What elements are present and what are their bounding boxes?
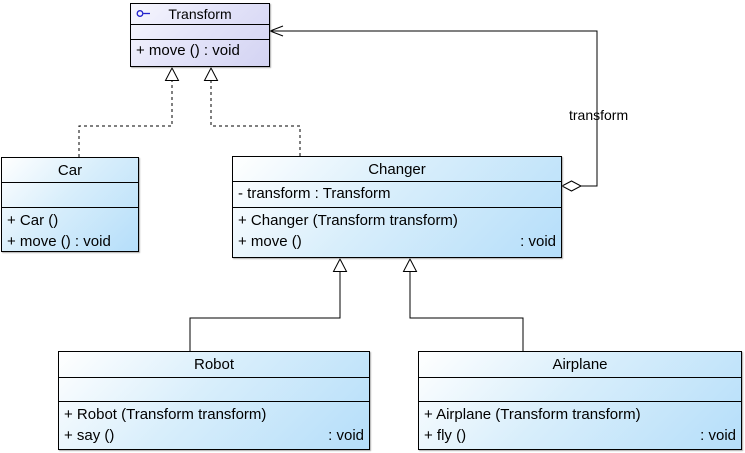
- attributes-compartment[interactable]: [59, 378, 369, 402]
- class-box-transform[interactable]: Transform + move () : void: [130, 3, 270, 67]
- class-name: Transform: [168, 6, 232, 22]
- class-title-row[interactable]: Airplane: [419, 352, 741, 378]
- method-row[interactable]: + move () : void: [136, 42, 240, 59]
- method-row[interactable]: + Changer (Transform transform): [238, 212, 458, 229]
- hollow-triangle-arrow-icon: [164, 66, 180, 81]
- methods-compartment[interactable]: + Changer (Transform transform) + move (…: [233, 208, 561, 257]
- method-row[interactable]: + Car (): [7, 212, 59, 229]
- hollow-triangle-arrow-icon: [402, 257, 418, 272]
- method-row[interactable]: + Robot (Transform transform): [64, 406, 267, 423]
- class-name: Airplane: [552, 356, 608, 373]
- class-name: Car: [57, 161, 83, 179]
- attributes-compartment[interactable]: [419, 378, 741, 402]
- class-box-car[interactable]: Car + Car () + move () : void: [1, 157, 139, 252]
- edge-car-realizes-transform[interactable]: [78, 66, 180, 157]
- aggregation-role-label[interactable]: transform: [569, 107, 629, 123]
- class-title-row[interactable]: Robot: [59, 352, 369, 378]
- method-row[interactable]: + move () : void: [7, 233, 111, 250]
- class-title-row[interactable]: Car: [2, 158, 138, 183]
- method-row[interactable]: + move () : void: [238, 233, 556, 250]
- methods-compartment[interactable]: + move () : void: [131, 40, 269, 66]
- attributes-compartment[interactable]: [2, 183, 138, 208]
- method-row[interactable]: + fly () : void: [424, 427, 736, 444]
- class-name: Robot: [193, 356, 235, 373]
- attributes-compartment[interactable]: - transform : Transform: [233, 182, 561, 208]
- attributes-compartment[interactable]: [131, 25, 269, 40]
- class-box-airplane[interactable]: Airplane + Airplane (Transform transform…: [418, 351, 742, 450]
- edge-airplane-extends-changer[interactable]: [402, 257, 524, 351]
- method-row[interactable]: + Airplane (Transform transform): [424, 406, 641, 423]
- methods-compartment[interactable]: + Robot (Transform transform) + say () :…: [59, 402, 369, 449]
- interface-lollipop-icon: [135, 8, 151, 19]
- hollow-triangle-arrow-icon: [203, 66, 219, 81]
- attribute-row[interactable]: - transform : Transform: [238, 185, 391, 202]
- hollow-diamond-icon: [560, 180, 583, 192]
- class-box-changer[interactable]: Changer - transform : Transform + Change…: [232, 156, 562, 258]
- class-name: Changer: [368, 160, 426, 178]
- edge-robot-extends-changer[interactable]: [189, 257, 348, 351]
- class-title-row[interactable]: Transform: [131, 4, 269, 25]
- class-box-robot[interactable]: Robot + Robot (Transform transform) + sa…: [58, 351, 370, 450]
- methods-compartment[interactable]: + Car () + move () : void: [2, 208, 138, 252]
- edge-changer-realizes-transform[interactable]: [203, 66, 301, 156]
- class-title-row[interactable]: Changer: [233, 157, 561, 182]
- hollow-triangle-arrow-icon: [332, 257, 348, 272]
- open-arrowhead-icon: [268, 25, 284, 37]
- methods-compartment[interactable]: + Airplane (Transform transform) + fly (…: [419, 402, 741, 449]
- method-row[interactable]: + say () : void: [64, 427, 364, 444]
